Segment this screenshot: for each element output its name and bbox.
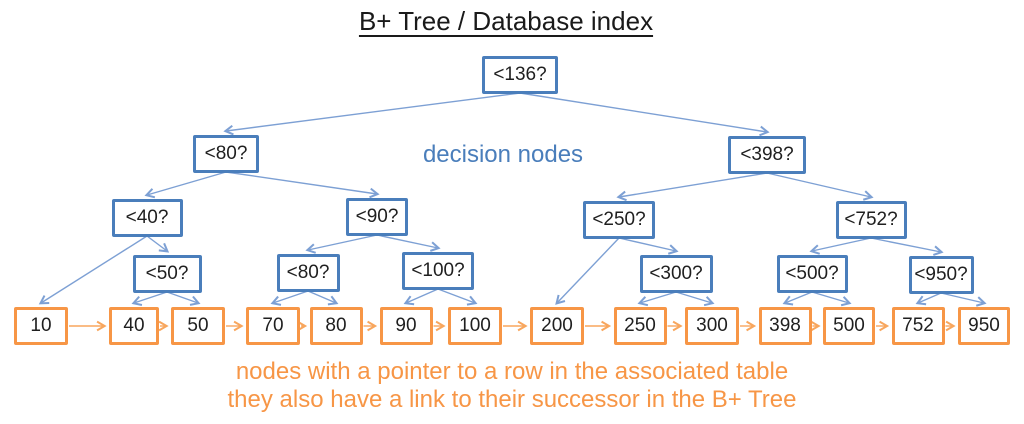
- leaf-note: nodes with a pointer to a row in the ass…: [0, 358, 1024, 414]
- decision-node-d90: <90?: [346, 198, 408, 236]
- leaf-node-l300: 300: [685, 307, 739, 345]
- tree-edge: [144, 171, 227, 199]
- leaf-note-line-2: they also have a link to their successor…: [227, 386, 797, 413]
- leaf-node-l398: 398: [758, 307, 812, 345]
- leaf-node-l50: 50: [171, 307, 225, 345]
- tree-edge: [166, 291, 201, 306]
- decision-node-d40: <40?: [111, 199, 183, 237]
- tree-edge: [131, 291, 168, 306]
- leaf-node-l200: 200: [530, 307, 584, 345]
- tree-edge: [637, 291, 677, 307]
- tree-edge: [403, 288, 439, 306]
- tree-edge: [146, 235, 170, 253]
- leaf-node-l752: 752: [891, 307, 945, 345]
- tree-edge: [766, 172, 874, 201]
- tree-edge: [870, 237, 944, 256]
- tree-edge: [782, 291, 813, 306]
- decision-node-d100: <100?: [402, 252, 474, 290]
- decision-nodes-label: decision nodes: [422, 141, 584, 168]
- decision-node-d80l4: <80?: [276, 254, 340, 292]
- decision-node-d250: <250?: [583, 201, 655, 239]
- leaf-node-l10: 10: [14, 307, 68, 345]
- tree-edge: [616, 172, 768, 202]
- leaf-note-line-1: nodes with a pointer to a row in the ass…: [235, 358, 789, 385]
- tree-edge: [915, 292, 942, 306]
- decision-node-d950: <950?: [908, 256, 974, 294]
- leaf-node-l80: 80: [309, 307, 363, 345]
- tree-edge: [555, 237, 620, 305]
- tree-edge: [223, 92, 521, 136]
- decision-node-d80l2: <80?: [193, 135, 259, 173]
- tree-edge: [618, 237, 679, 255]
- decision-node-d398: <398?: [728, 136, 806, 174]
- tree-edge: [940, 292, 987, 307]
- leaf-node-l100: 100: [448, 307, 502, 345]
- leaf-node-l90: 90: [379, 307, 433, 345]
- leaf-node-l70: 70: [246, 307, 300, 345]
- tree-edge: [38, 235, 148, 305]
- decision-node-d50: <50?: [132, 255, 202, 293]
- leaf-node-l250: 250: [613, 307, 667, 345]
- tree-edge: [519, 92, 770, 137]
- tree-edge: [376, 234, 441, 252]
- tree-edge: [437, 288, 478, 306]
- leaf-node-l950: 950: [958, 307, 1010, 345]
- leaf-node-l40: 40: [109, 307, 159, 345]
- leaf-node-l500: 500: [823, 307, 875, 345]
- tree-edge: [307, 290, 339, 306]
- tree-edge: [809, 237, 872, 255]
- tree-edge: [270, 290, 309, 306]
- tree-edge: [675, 291, 715, 307]
- decision-node-d500: <500?: [776, 255, 848, 293]
- decision-node-d752: <752?: [835, 201, 907, 239]
- tree-edge: [225, 171, 380, 199]
- tree-edge: [305, 234, 378, 254]
- tree-edge: [811, 291, 852, 307]
- page-title: B+ Tree / Database index: [358, 6, 654, 36]
- decision-node-d300: <300?: [639, 255, 713, 293]
- decision-node-d136: <136?: [482, 56, 558, 94]
